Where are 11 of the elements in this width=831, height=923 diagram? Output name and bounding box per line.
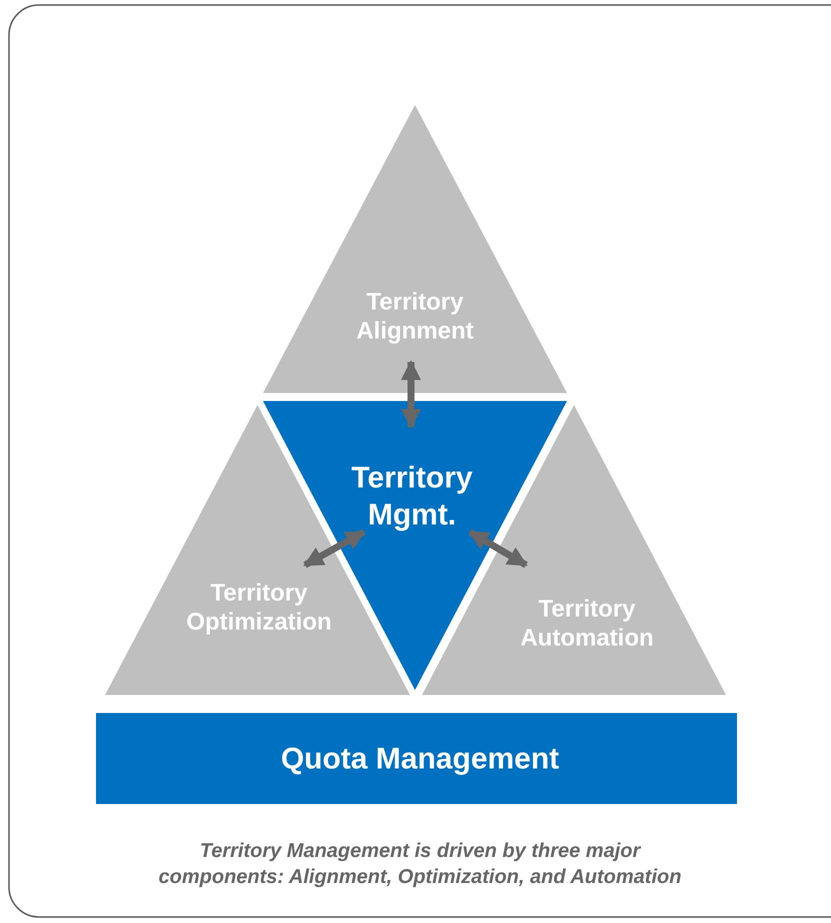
triangle [263,105,567,393]
double-arrow [468,528,528,568]
node-label: Territory Mgmt. [350,460,474,533]
caption: Territory Management is driven by three major components: Alignment, Optimization, and Automation [158,839,682,890]
double-arrow [303,528,366,568]
node-label: Territory Automation [519,594,655,654]
node-label: Quota Management [280,742,560,778]
banner-bar [96,713,737,804]
double-arrow [401,360,421,429]
node-label: Territory Alignment [355,288,475,346]
node-label: Territory Optimization [185,578,333,638]
